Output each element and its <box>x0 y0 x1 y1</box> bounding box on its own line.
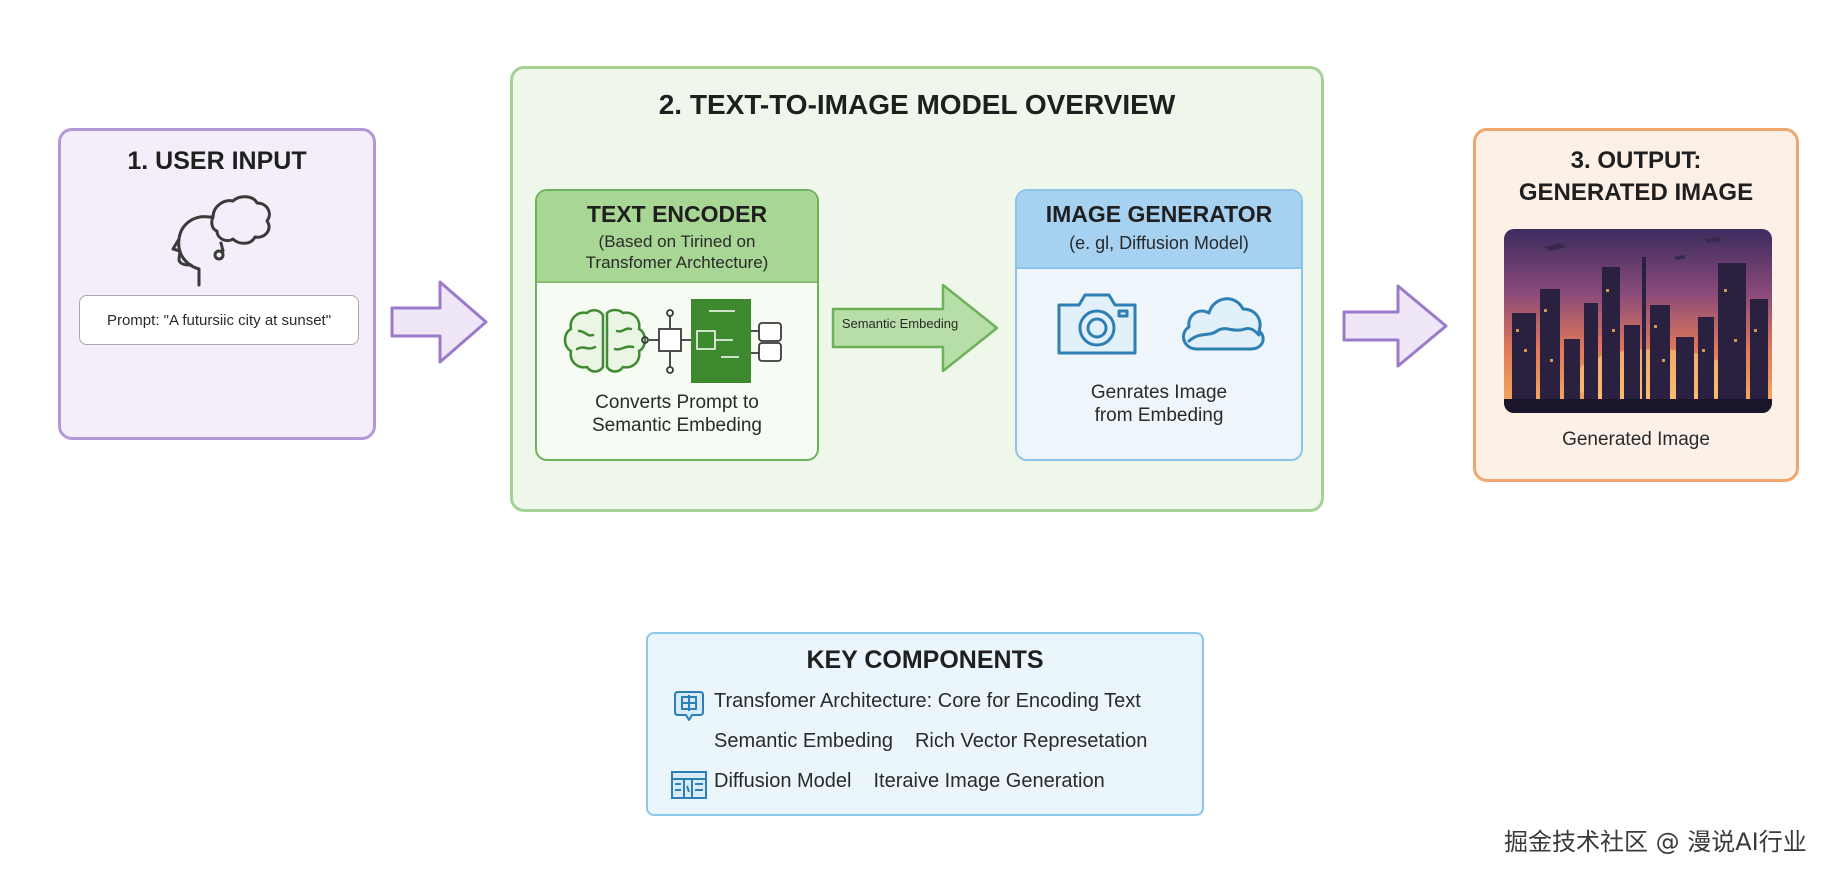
chip-icon <box>674 691 704 721</box>
text-encoder-header: TEXT ENCODER (Based on Tirined on Transf… <box>537 191 817 283</box>
user-input-title: 1. USER INPUT <box>127 147 307 175</box>
text-encoder-subtitle: (Based on Tirined on Transfomer Archtect… <box>537 231 817 273</box>
key-components-panel: KEY COMPONENTS Transfomer Architecture: … <box>646 632 1204 816</box>
key-row-diffusion-term: Diffusion Model <box>714 770 852 792</box>
image-generator-caption-line2: from Embeding <box>1094 405 1224 426</box>
output-title-line1: 3. OUTPUT: <box>1570 147 1702 174</box>
network-diagram-icon <box>641 309 693 374</box>
image-generator-card: IMAGE GENERATOR (e. gl, Diffusion Model)… <box>1015 189 1303 461</box>
image-generator-caption: Genrates Image from Embeding <box>1017 381 1301 427</box>
image-generator-subtitle: (e. gl, Diffusion Model) <box>1069 233 1249 253</box>
prompt-text-box: Prompt: "A futursiic city at sunset" <box>79 295 359 345</box>
key-row-transformer-term: Transfomer Architecture: Core for Encodi… <box>714 690 1141 712</box>
text-encoder-caption-line1: Converts Prompt to <box>595 392 759 413</box>
camera-icon <box>1057 293 1137 355</box>
key-row-transformer: Transfomer Architecture: Core for Encodi… <box>714 690 1141 713</box>
semantic-embedding-label: Semantic Embeding <box>841 316 959 331</box>
watermark-text: 掘金技术社区 @ 漫说AI行业 <box>1504 828 1807 856</box>
futuristic-city-sunset-image <box>1504 229 1772 413</box>
key-row-diffusion: Diffusion Model Iteraive Image Generation <box>714 770 1105 793</box>
text-encoder-subtitle-line2: Transfomer Archtecture) <box>585 253 769 272</box>
output-title-line2: GENERATED IMAGE <box>1518 179 1754 206</box>
image-generator-title: IMAGE GENERATOR <box>1045 201 1273 227</box>
cloud-icon <box>1181 297 1265 351</box>
flow-arrow-input-to-model <box>390 280 488 364</box>
semantic-embedding-arrow <box>831 283 999 373</box>
key-row-diffusion-desc: Iteraive Image Generation <box>873 770 1105 792</box>
encoder-icons <box>563 299 782 383</box>
model-overview-panel: 2. TEXT-TO-IMAGE MODEL OVERVIEW TEXT ENC… <box>510 66 1324 512</box>
text-encoder-caption: Converts Prompt to Semantic Embeding <box>537 391 817 437</box>
key-row-semantic-embedding: Semantic Embeding Rich Vector Represetati… <box>714 730 1147 753</box>
output-title: 3. OUTPUT: GENERATED IMAGE <box>1476 145 1796 209</box>
text-encoder-card: TEXT ENCODER (Based on Tirined on Transf… <box>535 189 819 461</box>
output-panel: 3. OUTPUT: GENERATED IMAGE <box>1473 128 1799 482</box>
user-input-panel: 1. USER INPUT Prompt: "A futursiic city … <box>58 128 376 440</box>
brain-icon <box>563 308 647 373</box>
flow-arrow-model-to-output <box>1342 284 1448 368</box>
image-generator-caption-line1: Genrates Image <box>1090 382 1228 403</box>
matrix-icon <box>671 771 707 799</box>
key-components-title: KEY COMPONENTS <box>806 646 1044 674</box>
key-row-semantic-embedding-term: Semantic Embeding <box>714 730 893 752</box>
head-thought-icon <box>171 195 271 287</box>
text-encoder-caption-line2: Semantic Embeding <box>591 415 763 436</box>
text-encoder-title: TEXT ENCODER <box>586 201 768 227</box>
output-caption: Generated Image <box>1562 429 1710 450</box>
image-generator-header: IMAGE GENERATOR (e. gl, Diffusion Model) <box>1017 191 1301 269</box>
text-encoder-subtitle-line1: (Based on Tirined on <box>598 232 756 251</box>
model-overview-title: 2. TEXT-TO-IMAGE MODEL OVERVIEW <box>658 89 1176 120</box>
transformer-block-icon <box>691 299 782 383</box>
key-row-semantic-embedding-desc: Rich Vector Represetation <box>914 730 1148 752</box>
